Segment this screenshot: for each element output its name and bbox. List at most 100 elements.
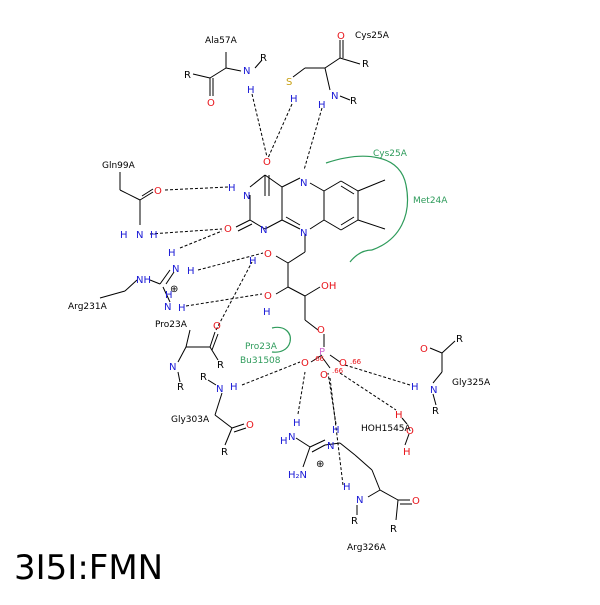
arg326-charge: ⊕ [316, 459, 324, 470]
svg-text:R: R [362, 59, 369, 70]
svg-text:N: N [243, 191, 250, 202]
svg-text:H: H [411, 382, 419, 393]
svg-text:O: O [320, 370, 328, 381]
svg-text:H: H [150, 230, 158, 241]
svg-text:O: O [213, 321, 221, 332]
svg-text:R: R [217, 360, 224, 371]
svg-text:H: H [395, 410, 403, 421]
svg-text:O: O [154, 186, 162, 197]
svg-text:O: O [406, 426, 414, 437]
svg-text:H: H [168, 248, 176, 259]
svg-text:O: O [264, 249, 272, 260]
svg-text:H: H [247, 85, 255, 96]
svg-text:N: N [300, 178, 307, 189]
svg-text:N: N [216, 384, 223, 395]
hydrogen-bonds [149, 93, 411, 486]
hydrophobic-arc-cys-met [325, 155, 409, 251]
svg-text:H: H [293, 418, 301, 429]
gly325-bonds [429, 340, 456, 406]
svg-text:O: O [339, 358, 347, 369]
svg-text:N: N [300, 228, 307, 239]
partial-charge-left: .66 [313, 355, 325, 363]
svg-text:H: H [230, 382, 238, 393]
cys25-top-bonds [292, 40, 361, 101]
svg-text:O: O [412, 496, 420, 507]
residue-label-cys25-hydrophobic: Cys25A [373, 149, 408, 159]
svg-text:H: H [178, 303, 186, 314]
svg-text:H: H [280, 436, 288, 447]
svg-text:R: R [221, 447, 228, 458]
svg-text:R: R [432, 406, 439, 417]
ribityl-chain-bonds [275, 234, 325, 347]
svg-text:NH: NH [136, 275, 151, 286]
svg-text:R: R [351, 516, 358, 527]
svg-text:H: H [343, 482, 351, 493]
svg-text:H: H [249, 256, 257, 267]
svg-text:R: R [350, 96, 357, 107]
residue-label-ala57: Ala57A [205, 36, 238, 46]
residue-label-gly325: Gly325A [452, 378, 491, 388]
svg-text:R: R [390, 524, 397, 535]
hydrophobic-arc-pro-bu [271, 326, 291, 353]
svg-text:N: N [164, 302, 171, 313]
svg-text:S: S [286, 77, 292, 88]
svg-text:R: R [177, 382, 184, 393]
svg-text:R: R [456, 334, 463, 345]
residue-label-cys25-top: Cys25A [355, 31, 390, 41]
gln99-bonds [119, 172, 154, 225]
svg-text:O: O [246, 420, 254, 431]
svg-text:O: O [207, 98, 215, 109]
pro23-bonds [177, 329, 219, 383]
svg-text:O: O [420, 344, 428, 355]
svg-text:N: N [327, 441, 334, 452]
gly303-bonds [207, 379, 247, 446]
residue-label-pro23-hydrophobic: Pro23A [245, 342, 278, 352]
svg-text:N: N [288, 432, 295, 443]
svg-text:O: O [337, 31, 345, 42]
svg-text:H: H [318, 100, 326, 111]
partial-charge-bottom: .66 [332, 367, 344, 375]
svg-text:OH: OH [321, 281, 336, 292]
svg-text:H: H [290, 94, 298, 105]
svg-text:R: R [260, 53, 267, 64]
partial-charge-right: .66 [350, 358, 362, 366]
arg231-bonds [99, 269, 175, 303]
residue-label-bu31508: Bu31508 [240, 356, 281, 366]
svg-text:H: H [403, 447, 411, 458]
svg-text:N: N [136, 230, 143, 241]
svg-text:N: N [356, 495, 363, 506]
svg-text:N: N [243, 66, 250, 77]
flavin-ring-bonds [235, 174, 386, 232]
residue-label-gly303: Gly303A [171, 415, 210, 425]
svg-text:H: H [228, 183, 236, 194]
svg-text:P: P [319, 347, 325, 358]
svg-text:N: N [260, 225, 267, 236]
residue-label-pro23: Pro23A [155, 320, 188, 330]
ala57-bonds [192, 52, 263, 96]
phosphate-bonds [310, 354, 341, 369]
hydrophobic-arc-met-small [349, 249, 373, 263]
residue-label-arg326: Arg326A [347, 543, 387, 553]
hoh1545-bonds [401, 417, 410, 446]
structure-caption: 3I5I:FMN [14, 548, 164, 588]
svg-text:O: O [301, 358, 309, 369]
svg-text:N: N [430, 385, 437, 396]
svg-text:O: O [317, 325, 325, 336]
svg-text:R: R [184, 70, 191, 81]
svg-text:O: O [263, 157, 271, 168]
residue-label-hoh1545: HOH1545A [361, 424, 412, 434]
residue-label-gln99: Gln99A [102, 161, 136, 171]
residue-label-met24: Met24A [413, 196, 448, 206]
svg-text:H: H [187, 266, 195, 277]
arg231-charge: ⊕ [170, 284, 178, 295]
atom-labels: O N H O N N N O H O H OH O P O O O N H R… [120, 31, 463, 535]
svg-text:N: N [331, 91, 338, 102]
arg326-bonds [295, 437, 412, 521]
svg-text:H: H [120, 230, 128, 241]
svg-text:R: R [200, 372, 207, 383]
svg-text:H: H [165, 290, 173, 301]
svg-text:H: H [263, 307, 271, 318]
residue-label-arg231: Arg231A [68, 302, 108, 312]
